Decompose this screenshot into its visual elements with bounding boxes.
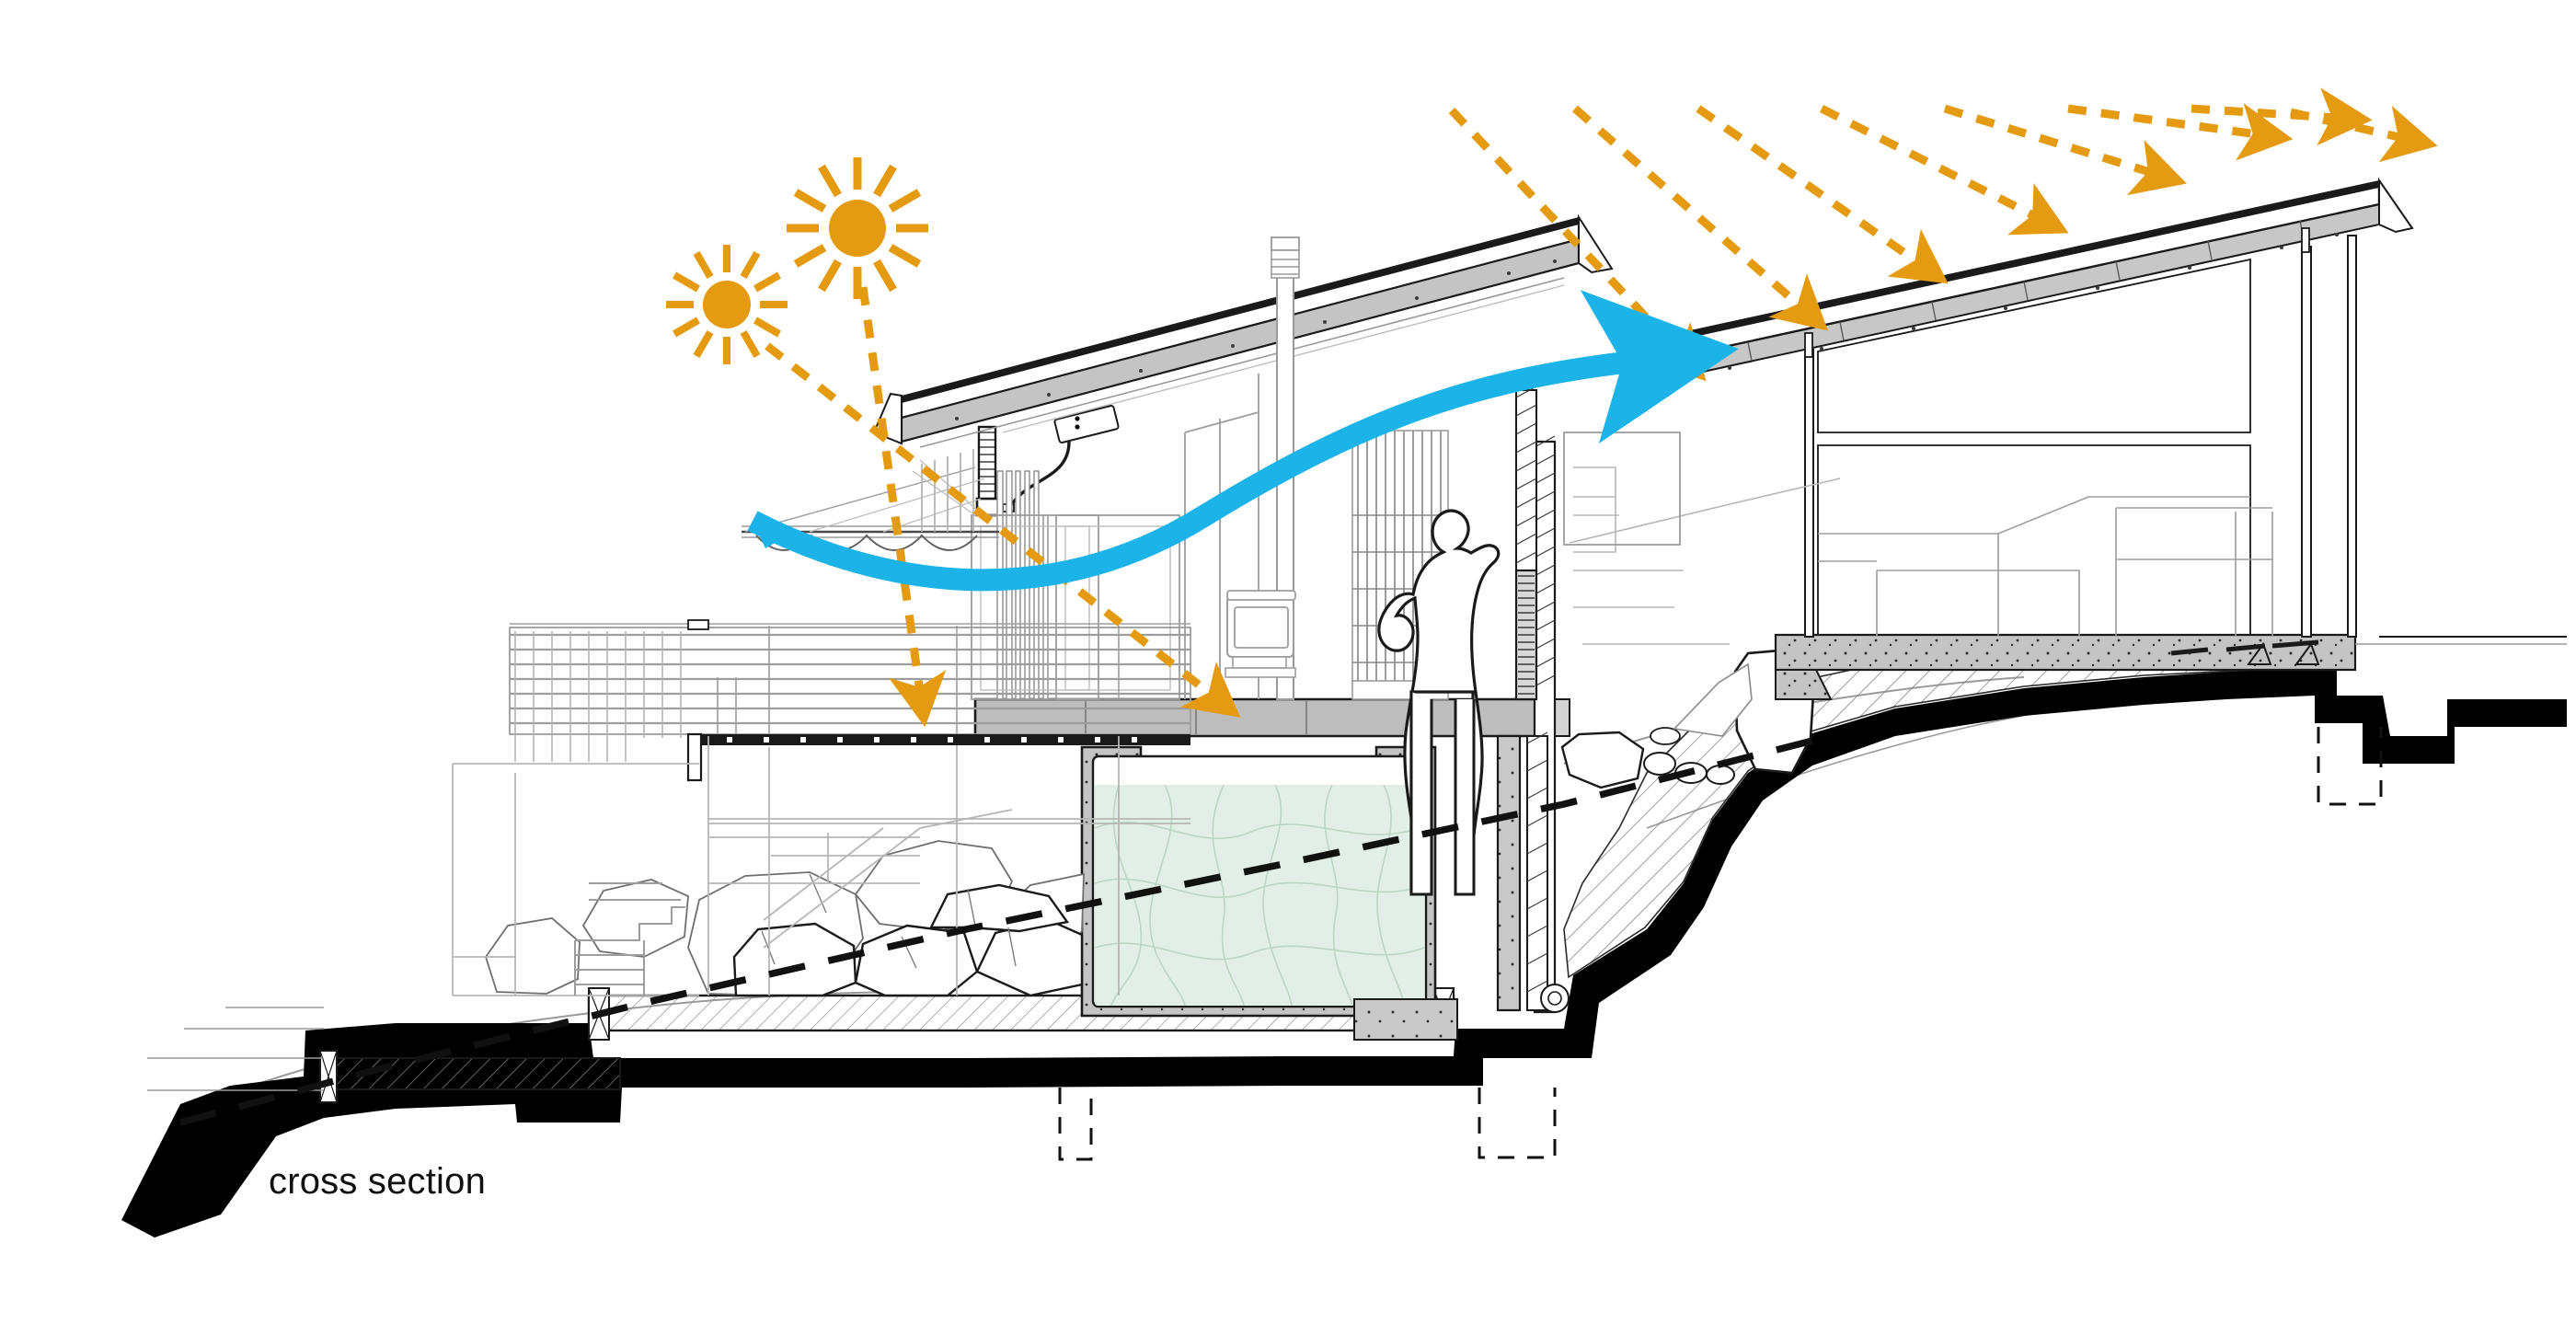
existing-grade-dashed-line xyxy=(179,732,1832,1126)
house-lower-wall xyxy=(1526,735,1548,1011)
footing-center xyxy=(1478,1088,1557,1159)
airflow-tail xyxy=(753,521,788,548)
boulder-small-4 xyxy=(1650,727,1681,745)
solar-arrow-2 xyxy=(1572,105,1829,331)
sun-ray-summer xyxy=(765,342,1241,718)
pavilion-frame xyxy=(1817,258,2251,636)
pergola-posts xyxy=(514,631,682,762)
house-roof-slab xyxy=(900,236,1581,443)
pergola-slats-horizontal xyxy=(510,633,1190,725)
house-roof-cap xyxy=(902,217,1579,403)
sun-icon-low xyxy=(666,245,788,364)
cistern-side-wall xyxy=(1496,734,1522,1012)
sun-ray-lines xyxy=(765,286,1241,728)
pergola-support-post xyxy=(686,732,703,782)
pergola-deck-edge xyxy=(699,734,1190,745)
solar-arrow-5 xyxy=(1943,104,2187,196)
interior-detail-lines xyxy=(1569,466,1841,645)
sun-ray-winter xyxy=(858,286,947,728)
flue-cap xyxy=(1271,249,1300,279)
pavilion-column-edge xyxy=(2347,235,2357,638)
pergola-fitting xyxy=(687,619,709,630)
roof-speckles xyxy=(1728,233,2339,370)
pavilion-roof-slab xyxy=(1651,201,2380,385)
cross-ventilation-arrow xyxy=(747,290,1739,592)
pavilion-column-right xyxy=(2301,246,2312,638)
solar-arrow-4 xyxy=(1819,104,2069,236)
ceiling-line xyxy=(919,277,1565,448)
pavilion-roof-tip-right xyxy=(2378,177,2414,234)
hidden-pile-footings xyxy=(1058,727,2383,1161)
solar-pavilion xyxy=(1623,177,2567,700)
boulder-back xyxy=(1673,662,1753,737)
roof-hanger-left xyxy=(1804,332,1813,358)
solar-arrow-1 xyxy=(1448,107,1707,382)
solar-arrow-3 xyxy=(1696,105,1949,284)
solar-arrow-8 xyxy=(2289,105,2438,163)
rainwater-cistern xyxy=(1080,745,1458,1041)
boulder-small-3 xyxy=(1706,765,1735,785)
bedrock-boulders xyxy=(485,840,1085,997)
pavilion-slab-edge xyxy=(1775,669,1833,700)
right-glazed-wall xyxy=(1514,386,1538,701)
solar-arrow-7 xyxy=(2191,87,2373,146)
boulder-small-1 xyxy=(1643,752,1676,776)
sun-icon-high xyxy=(787,157,928,299)
blind-box xyxy=(1053,405,1120,443)
house-roof-speckles xyxy=(955,259,1557,420)
awning-stay-2 xyxy=(809,478,985,533)
pavilion-column-left xyxy=(1804,349,1814,638)
boulder-mid xyxy=(1560,731,1645,789)
pavilion-roof-tip-left xyxy=(1623,335,1653,385)
drawing-caption: cross section xyxy=(269,1161,487,1202)
wall-insulation-hatch xyxy=(1534,435,1556,687)
exterior-panel xyxy=(1563,432,1681,546)
wood-stove xyxy=(1225,590,1296,678)
roof-hanger-right xyxy=(2301,227,2310,253)
rebar-marks xyxy=(2170,639,2320,665)
lower-level-interior xyxy=(452,736,1190,996)
main-house xyxy=(872,213,1841,1014)
water-ripples xyxy=(1094,784,1425,1007)
lower-stair xyxy=(574,882,685,996)
eave-head-detail xyxy=(977,425,997,502)
pavilion-roof-edge-dark xyxy=(1652,180,2379,346)
footing-left xyxy=(1058,1088,1093,1161)
cistern-footing xyxy=(1353,998,1458,1041)
footing-right xyxy=(2317,727,2383,806)
upper-slats xyxy=(921,449,974,532)
pavilion-interior-lines xyxy=(1818,496,2273,637)
airflow-path xyxy=(747,290,1739,592)
